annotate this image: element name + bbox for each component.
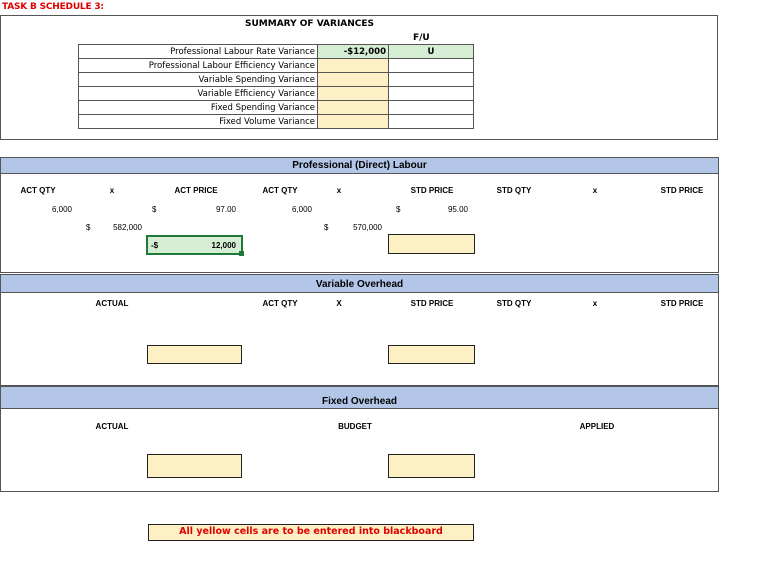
labour-std-price-value: 95.00 [447, 205, 468, 214]
labour-rate-variance-value: 12,000 [211, 241, 236, 250]
variance-amount-cell[interactable] [317, 58, 389, 73]
task-title: TASK B SCHEDULE 3: [2, 2, 104, 12]
labour-efficiency-variance-input[interactable] [388, 234, 475, 254]
vo-header-x-2: x [592, 299, 598, 308]
labour-rate-variance-cell[interactable]: -$ 12,000 [146, 235, 244, 256]
fixed-overhead-title: Fixed Overhead [0, 386, 719, 409]
labour-header-act-qty-2: ACT QTY [262, 186, 298, 195]
labour-header-std-qty: STD QTY [496, 186, 532, 195]
fo-spending-variance-input[interactable] [147, 454, 242, 478]
variance-fu-cell[interactable] [388, 100, 474, 115]
labour-header-act-qty: ACT QTY [20, 186, 56, 195]
vo-header-x: X [336, 299, 342, 308]
labour-header-x: x [109, 186, 115, 195]
vo-efficiency-variance-input[interactable] [388, 345, 475, 364]
vo-header-act-qty: ACT QTY [262, 299, 298, 308]
vo-header-actual: ACTUAL [95, 299, 129, 308]
labour-section [0, 157, 719, 273]
variance-row: Professional Labour Rate Variance -$12,0… [78, 44, 474, 59]
summary-title: SUMMARY OF VARIANCES [245, 19, 375, 29]
variance-label: Variable Spending Variance [78, 72, 318, 87]
labour-header-std-price: STD PRICE [410, 186, 454, 195]
variance-row: Professional Labour Efficiency Variance [78, 58, 474, 73]
labour-section-title: Professional (Direct) Labour [0, 157, 719, 174]
variance-row: Fixed Volume Variance [78, 114, 474, 129]
variance-amount-cell[interactable] [317, 100, 389, 115]
labour-header-act-price: ACT PRICE [174, 186, 218, 195]
fo-header-actual: ACTUAL [95, 422, 129, 431]
fo-volume-variance-input[interactable] [388, 454, 475, 478]
labour-act-qty-value: 6,000 [51, 205, 72, 214]
variable-overhead-title: Variable Overhead [0, 274, 719, 293]
variance-fu-cell[interactable] [388, 114, 474, 129]
labour-act-price-dollar: $ [152, 205, 157, 214]
labour-actual-total-dollar: $ [86, 223, 91, 232]
fo-header-applied: APPLIED [579, 422, 615, 431]
instruction-note: All yellow cells are to be entered into … [148, 524, 474, 541]
vo-spending-variance-input[interactable] [147, 345, 242, 364]
variance-fu-cell[interactable] [388, 72, 474, 87]
vo-header-std-price-2: STD PRICE [660, 299, 704, 308]
labour-header-x-3: x [592, 186, 598, 195]
variance-row: Variable Spending Variance [78, 72, 474, 87]
labour-act-price-value: 97.00 [215, 205, 236, 214]
variance-table: Professional Labour Rate Variance -$12,0… [78, 44, 474, 129]
variance-label: Fixed Spending Variance [78, 100, 318, 115]
fo-header-budget: BUDGET [338, 422, 372, 431]
labour-std-total-dollar: $ [324, 223, 329, 232]
labour-header-x-2: x [336, 186, 342, 195]
fill-handle[interactable] [239, 251, 244, 256]
variance-label: Fixed Volume Variance [78, 114, 318, 129]
labour-std-price-dollar: $ [396, 205, 401, 214]
variance-label: Professional Labour Efficiency Variance [78, 58, 318, 73]
variance-row: Variable Efficiency Variance [78, 86, 474, 101]
variance-amount-cell[interactable] [317, 114, 389, 129]
labour-actual-total: 582,000 [113, 223, 142, 232]
variance-amount-cell[interactable] [317, 72, 389, 87]
variance-label: Variable Efficiency Variance [78, 86, 318, 101]
vo-header-std-price: STD PRICE [410, 299, 454, 308]
variance-fu-cell[interactable] [388, 58, 474, 73]
variance-fu-cell[interactable] [388, 86, 474, 101]
labour-std-total: 570,000 [353, 223, 382, 232]
labour-rate-variance-sign: -$ [151, 241, 159, 250]
labour-header-std-price-2: STD PRICE [660, 186, 704, 195]
summary-box [0, 15, 718, 140]
variance-fu-cell[interactable]: U [388, 44, 474, 59]
vo-header-std-qty: STD QTY [496, 299, 532, 308]
fu-header: F/U [413, 33, 430, 43]
variance-amount-cell[interactable] [317, 86, 389, 101]
variance-amount-cell[interactable]: -$12,000 [317, 44, 389, 59]
variance-label: Professional Labour Rate Variance [78, 44, 318, 59]
labour-act-qty-2-value: 6,000 [291, 205, 312, 214]
variance-row: Fixed Spending Variance [78, 100, 474, 115]
